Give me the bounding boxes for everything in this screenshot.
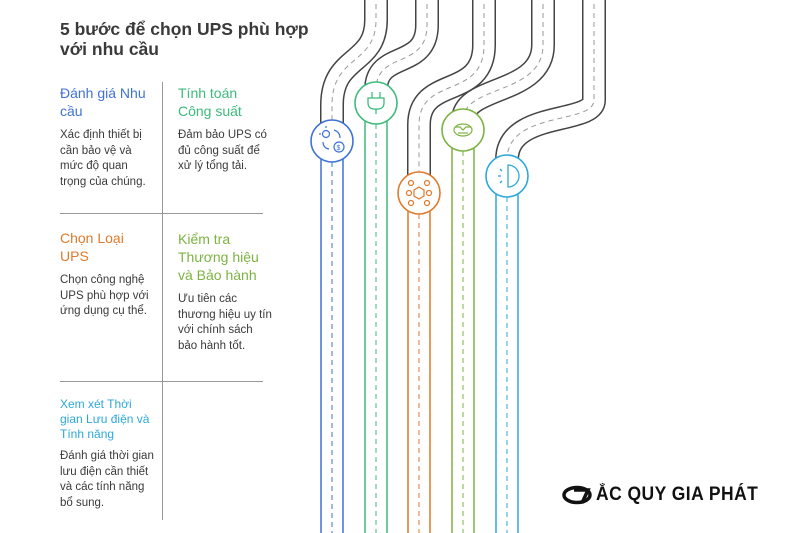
page-title: 5 bước để chọn UPS phù hợp với nhu cầu xyxy=(60,19,309,59)
step-body: Đánh giá thời gian lưu điện cần thiết và… xyxy=(60,450,154,509)
step-5-card: Xem xét Thời gian Lưu điện và Tính năng … xyxy=(60,397,156,511)
step-body: Đảm bảo UPS có đủ công suất để xử lý tổn… xyxy=(178,129,267,172)
plug-icon xyxy=(354,81,398,125)
lane-step-3 xyxy=(407,207,431,533)
step-heading: Chọn Loại UPS xyxy=(60,230,124,264)
svg-text:$: $ xyxy=(337,145,341,152)
lightbulb-cycle-money-icon: $ xyxy=(310,119,354,163)
lane-step-2 xyxy=(364,117,388,533)
grid-divider-horizontal xyxy=(60,213,263,214)
step-1-card: Đánh giá Nhu cầu Xác định thiết bị cần b… xyxy=(60,84,156,190)
step-heading: Kiểm tra Thương hiệu và Bảo hành xyxy=(178,231,259,283)
step-heading: Tính toán Công suất xyxy=(178,85,242,119)
lane-step-4 xyxy=(451,144,475,533)
gp-logo-mark-icon xyxy=(562,485,592,505)
step-body: Xác định thiết bị cần bảo vệ và mức độ q… xyxy=(60,129,146,188)
network-hexagon-icon xyxy=(397,171,441,215)
handshake-icon xyxy=(441,108,485,152)
step-heading: Xem xét Thời gian Lưu điện và Tính năng xyxy=(60,397,150,441)
step-4-card: Kiểm tra Thương hiệu và Bảo hành Ưu tiên… xyxy=(178,230,274,354)
step-2-card: Tính toán Công suất Đảm bảo UPS có đủ cô… xyxy=(178,84,274,175)
step-3-card: Chọn Loại UPS Chọn công nghệ UPS phù hợp… xyxy=(60,229,156,320)
step-body: Chọn công nghệ UPS phù hợp với ứng dụng … xyxy=(60,274,149,317)
lane-step-1 xyxy=(320,155,344,533)
brand-name: ẮC QUY GIA PHÁT xyxy=(596,484,759,505)
step-body: Ưu tiên các thương hiệu uy tín với chính… xyxy=(178,293,272,352)
step-heading: Đánh giá Nhu cầu xyxy=(60,85,146,119)
grid-divider-vertical xyxy=(162,82,163,520)
half-clock-icon xyxy=(485,154,529,198)
brand-logo: ẮC QUY GIA PHÁT xyxy=(562,484,772,506)
grid-divider-horizontal xyxy=(60,381,263,382)
lane-step-5 xyxy=(495,190,519,533)
